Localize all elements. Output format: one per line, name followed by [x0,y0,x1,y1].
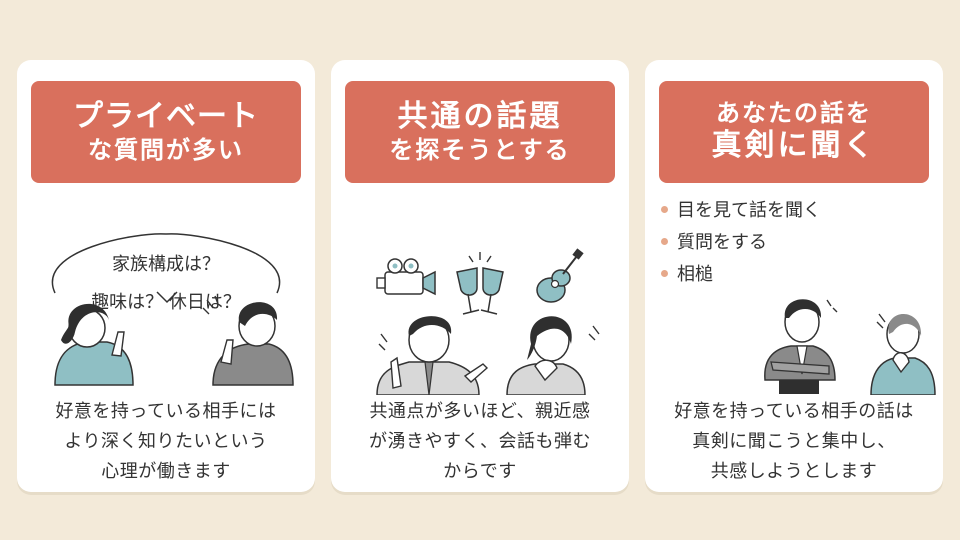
description-line: 好意を持っている相手の話は [674,401,914,422]
woman-figure [506,316,600,395]
card-title-line1: あなたの話を [716,99,872,128]
bullet-text: 質問をする [677,232,767,253]
card-common-topics: 共通の話題 を探そうとする [331,60,629,492]
listening-illustration [764,299,936,395]
woman-figure [54,303,134,386]
bullet-item: 目を見て話を聞く [661,193,821,225]
description-line: 共感しようとします [710,461,878,482]
description-line: 好意を持っている相手には [55,401,277,422]
bullet-text: 相槌 [677,264,713,285]
conversation-illustration: 家族構成は？ 趣味は？ 休日は？ [51,233,294,386]
speech-bubble [51,233,281,294]
card-header: あなたの話を 真剣に聞く [659,81,929,183]
card-description: 好意を持っている相手には より深く知りたいという 心理が働きます [23,397,309,487]
card-description: 好意を持っている相手の話は 真剣に聞こうと集中し、 共感しようとします [651,397,937,487]
man-figure [376,316,489,395]
card-title-line2: な質問が多い [88,135,244,164]
card-title-line1: 共通の話題 [397,99,563,135]
card-header: 共通の話題 を探そうとする [345,81,615,183]
description-line: が湧きやすく、会話も弾む [369,431,591,452]
description-line: 真剣に聞こうと集中し、 [692,431,896,452]
description-line: より深く知りたいという [64,431,268,452]
card-description: 共通点が多いほど、親近感 が湧きやすく、会話も弾む からです [337,397,623,487]
question-line-2: 趣味は？ 休日は？ [91,292,241,313]
question-line-1: 家族構成は？ [112,254,220,275]
card-header: プライベート な質問が多い [31,81,301,183]
speech-bubble-tail [156,291,178,304]
card-listen-seriously: あなたの話を 真剣に聞く 目を見て話を聞く 質問をする 相槌 好意を持っている相… [645,60,943,492]
guitar-icon [536,248,584,303]
card-private-questions: プライベート な質問が多い 家族構成は？ 趣味は？ 休日は？ 好意を持っている相… [17,60,315,492]
bullet-dot-icon [661,269,668,277]
man-figure [764,299,838,394]
champagne-glasses-icon [456,252,504,315]
man-figure [202,295,294,386]
bullet-item: 質問をする [661,225,821,257]
bullet-dot-icon [661,205,668,213]
bullet-item: 相槌 [661,257,821,289]
woman-figure [870,313,936,395]
bullet-dot-icon [661,237,668,245]
bullet-list: 目を見て話を聞く 質問をする 相槌 [661,193,821,289]
video-camera-icon [376,258,436,296]
common-interests-illustration [376,248,600,395]
card-title-line2: を探そうとする [389,135,571,164]
card-title-line1: プライベート [73,99,259,135]
description-line: 心理が働きます [101,461,231,482]
description-line: 共通点が多いほど、親近感 [369,401,591,422]
bullet-text: 目を見て話を聞く [677,200,821,221]
description-line: からです [443,461,517,482]
card-title-line2: 真剣に聞く [711,128,877,164]
